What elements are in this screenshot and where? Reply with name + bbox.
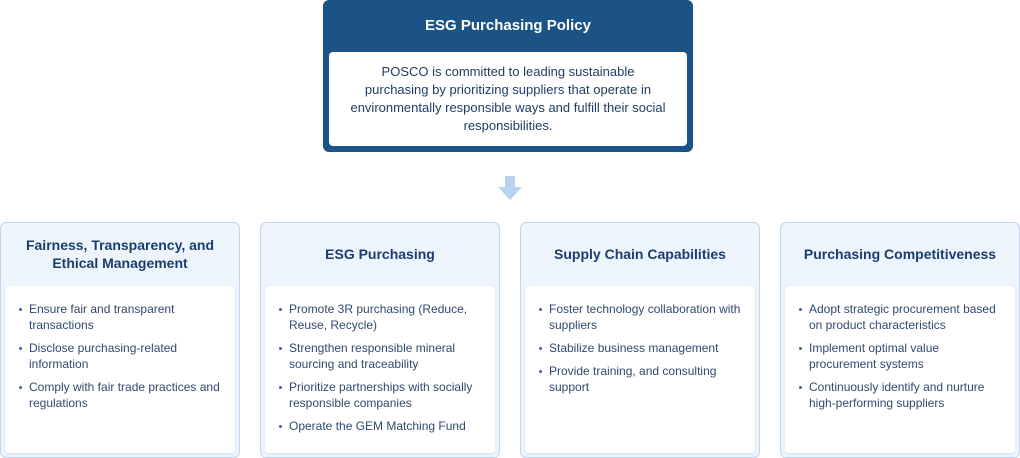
pillar-body: Promote 3R purchasing (Reduce, Reuse, Re… bbox=[265, 286, 495, 453]
list-item: Operate the GEM Matching Fund bbox=[279, 418, 485, 434]
list-item-text: Foster technology collaboration with sup… bbox=[549, 302, 741, 332]
list-item-text: Continuously identify and nurture high-p… bbox=[809, 380, 985, 410]
pillar-item-list: Foster technology collaboration with sup… bbox=[525, 286, 755, 395]
bullet-icon bbox=[799, 308, 802, 311]
policy-statement: POSCO is committed to leading sustainabl… bbox=[350, 64, 666, 133]
bullet-icon bbox=[279, 347, 282, 350]
bullet-icon bbox=[19, 347, 22, 350]
pillar-card-esg-purchasing: ESG Purchasing Promote 3R purchasing (Re… bbox=[260, 222, 500, 458]
list-item-text: Comply with fair trade practices and reg… bbox=[29, 380, 220, 410]
policy-title: ESG Purchasing Policy bbox=[425, 17, 591, 34]
bullet-icon bbox=[539, 347, 542, 350]
bullet-icon bbox=[279, 308, 282, 311]
pillar-body: Adopt strategic procurement based on pro… bbox=[785, 286, 1015, 453]
bullet-icon bbox=[799, 386, 802, 389]
list-item: Provide training, and consulting support bbox=[539, 363, 745, 395]
pillar-title: ESG Purchasing bbox=[325, 246, 435, 262]
list-item: Stabilize business management bbox=[539, 340, 745, 356]
list-item-text: Ensure fair and transparent transactions bbox=[29, 302, 175, 332]
list-item-text: Adopt strategic procurement based on pro… bbox=[809, 302, 996, 332]
list-item: Strengthen responsible mineral sourcing … bbox=[279, 340, 485, 372]
pillar-item-list: Adopt strategic procurement based on pro… bbox=[785, 286, 1015, 411]
list-item: Foster technology collaboration with sup… bbox=[539, 301, 745, 333]
list-item: Ensure fair and transparent transactions bbox=[19, 301, 225, 333]
list-item: Continuously identify and nurture high-p… bbox=[799, 379, 1005, 411]
list-item-text: Operate the GEM Matching Fund bbox=[289, 419, 466, 433]
bullet-icon bbox=[19, 386, 22, 389]
bullet-icon bbox=[279, 425, 282, 428]
list-item-text: Provide training, and consulting support bbox=[549, 364, 717, 394]
pillar-title: Supply Chain Capabilities bbox=[554, 246, 726, 262]
list-item: Implement optimal value procurement syst… bbox=[799, 340, 1005, 372]
pillar-card-competitiveness: Purchasing Competitiveness Adopt strateg… bbox=[780, 222, 1020, 458]
list-item: Disclose purchasing-related information bbox=[19, 340, 225, 372]
down-arrow-icon bbox=[498, 176, 522, 200]
pillar-title: Purchasing Competitiveness bbox=[803, 246, 997, 262]
bullet-icon bbox=[799, 347, 802, 350]
pillar-body: Foster technology collaboration with sup… bbox=[525, 286, 755, 453]
list-item: Prioritize partnerships with socially re… bbox=[279, 379, 485, 411]
list-item-text: Prioritize partnerships with socially re… bbox=[289, 380, 473, 410]
list-item: Comply with fair trade practices and reg… bbox=[19, 379, 225, 411]
pillar-title: Fairness, Transparency, and Ethical Mana… bbox=[25, 237, 215, 271]
pillar-card-supply-chain: Supply Chain Capabilities Foster technol… bbox=[520, 222, 760, 458]
bullet-icon bbox=[539, 370, 542, 373]
list-item: Adopt strategic procurement based on pro… bbox=[799, 301, 1005, 333]
policy-body: POSCO is committed to leading sustainabl… bbox=[329, 52, 687, 146]
list-item-text: Disclose purchasing-related information bbox=[29, 341, 178, 371]
pillar-body: Ensure fair and transparent transactions… bbox=[5, 286, 235, 453]
bullet-icon bbox=[19, 308, 22, 311]
policy-box: ESG Purchasing Policy POSCO is committed… bbox=[323, 0, 693, 152]
pillar-item-list: Ensure fair and transparent transactions… bbox=[5, 286, 235, 411]
list-item-text: Strengthen responsible mineral sourcing … bbox=[289, 341, 456, 371]
list-item-text: Stabilize business management bbox=[549, 341, 719, 355]
bullet-icon bbox=[539, 308, 542, 311]
list-item-text: Promote 3R purchasing (Reduce, Reuse, Re… bbox=[289, 302, 468, 332]
pillar-item-list: Promote 3R purchasing (Reduce, Reuse, Re… bbox=[265, 286, 495, 434]
list-item: Promote 3R purchasing (Reduce, Reuse, Re… bbox=[279, 301, 485, 333]
pillar-card-fairness: Fairness, Transparency, and Ethical Mana… bbox=[0, 222, 240, 458]
bullet-icon bbox=[279, 386, 282, 389]
list-item-text: Implement optimal value procurement syst… bbox=[809, 341, 940, 371]
